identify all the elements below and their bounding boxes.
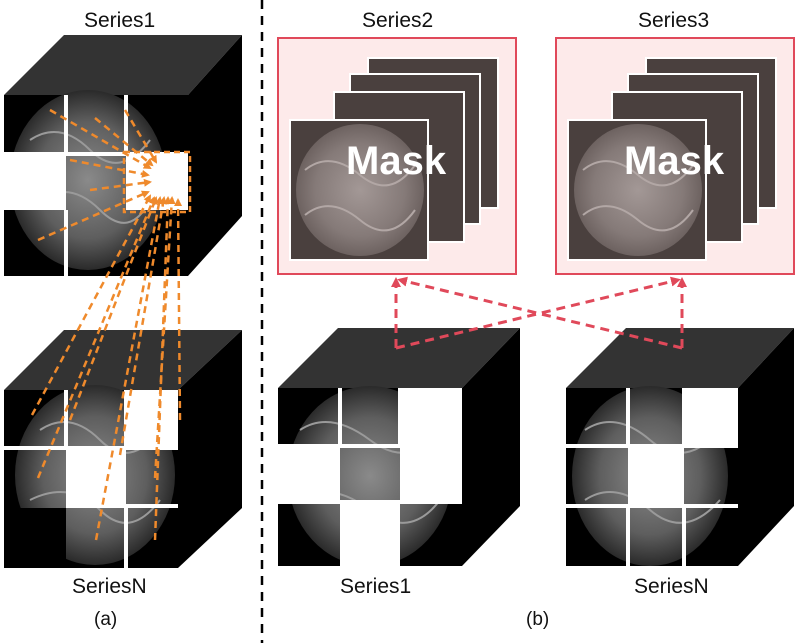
attention-arrow [37,190,150,242]
masked-patch [684,388,738,446]
cube-top-face [278,328,520,388]
attention-arrow [174,198,183,421]
masked-patch [400,446,462,502]
masked-patch [278,446,340,502]
mask-frame-series2: Mask [277,37,517,275]
caption-a: (a) [94,609,117,630]
attention-arrow [36,196,156,479]
caption-b: (b) [526,609,549,630]
attention-arrow [153,196,176,479]
cube-side-face [188,35,242,276]
cube-side-face [738,328,794,566]
mask-arrows [391,276,687,350]
masked-patch [340,502,400,566]
mask-frame-series3: Mask [555,37,795,275]
cube-top-face [566,328,794,388]
masked-patch [4,508,66,568]
brain-slice [296,124,424,256]
attention-arrow [68,196,158,421]
cube-top-face [4,330,242,390]
attention-arrow [89,178,152,192]
attention-arrow [118,196,167,456]
attention-arrow [30,194,152,416]
cube-side-face [178,330,242,568]
mask-label-right: Mask [624,139,725,183]
brain-slice [574,124,702,256]
masked-patch [400,388,462,446]
attention-arrow [94,117,154,167]
series1-label-a: Series1 [84,9,155,32]
attention-arrow [69,158,150,178]
seriesN-label-a: SeriesN [72,575,147,598]
cube-seriesN-b [566,328,794,566]
attention-arrows [30,108,183,541]
mask-label-left: Mask [346,139,447,183]
series2-label: Series2 [362,9,433,32]
attention-arrow [49,108,152,170]
mask-arrow [395,276,681,350]
attention-arrow [94,196,163,541]
series3-label: Series3 [638,9,709,32]
masked-patch [4,154,66,210]
masked-patch [628,446,684,506]
mask-arrow [397,276,683,350]
masked-patch [66,450,126,506]
seriesN-label-b: SeriesN [634,575,709,598]
cube-seriesN-a [4,330,242,568]
cube-series1-a [4,35,242,276]
cube-top-face [4,35,242,95]
cube-series1-b [278,328,520,566]
cube-side-face [462,328,520,566]
series1-label-b: Series1 [340,575,411,598]
masked-patch [124,390,178,446]
attention-arrow [123,109,158,164]
